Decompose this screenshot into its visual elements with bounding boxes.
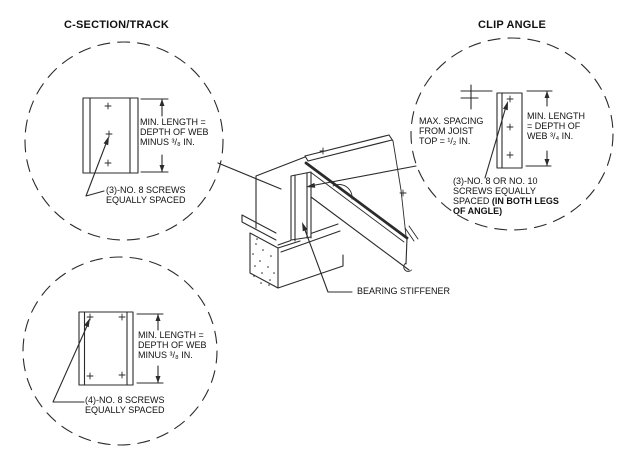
screw-note-line: (4)-NO. 8 SCREWS [85,395,165,405]
concrete-stipple [252,238,275,286]
callout-circle-csection [24,41,224,241]
bearing-stiffener-member [290,171,312,242]
screw-note-line: SPACED (IN BOTH LEGS [453,196,559,206]
dim-note-line: MIN. LENGTH = [138,330,204,340]
dim-note-line: WEB ³/₄ IN. [527,131,574,141]
clip-dim-note: MIN. LENGTH = DEPTH OF WEB ³/₄ IN. [527,111,585,141]
screw-note-line: SCREWS EQUALLY [453,186,536,196]
foundation-block [249,232,279,289]
isometric-drawing [241,134,419,289]
callout-circle-csection-4screw [22,256,218,446]
spacing-note-line: FROM JOIST [419,126,474,136]
csection4-screw-note: (4)-NO. 8 SCREWS EQUALLY SPACED [85,395,165,415]
csection-callout-title: C-SECTION/TRACK [64,19,170,31]
dim-note-line: MINUS ³/₈ IN. [140,137,195,147]
dim-note-line: DEPTH OF WEB [138,340,207,350]
dim-note-line: MINUS ³/₈ IN. [138,350,193,360]
spacing-note-line: MAX. SPACING [419,116,484,126]
callout-circle-clip-angle [410,37,614,231]
screw-note-line: (3)-NO. 8 SCREWS [106,185,186,195]
dim-note-line: = DEPTH OF [527,121,581,131]
clip-angle-detail [460,84,553,179]
rim-track [255,156,306,229]
dim-note-line: MIN. LENGTH = [140,117,206,127]
arrowheads [84,91,550,383]
dim-note-line: DEPTH OF WEB [140,127,209,137]
csection-screw-note: (3)-NO. 8 SCREWS EQUALLY SPACED [106,185,186,205]
csection-dim-note: MIN. LENGTH = DEPTH OF WEB MINUS ³/₈ IN. [140,117,209,147]
clip-angle-callout-title: CLIP ANGLE [478,19,547,31]
csection-detail-3screw [82,97,169,197]
bearing-stiffener-label: BEARING STIFFENER [357,286,451,296]
dim-note-line: MIN. LENGTH [527,111,586,121]
leader-lines [217,162,417,293]
screw-note-line: EQUALLY SPACED [106,195,186,205]
joist-lip-curl [403,262,412,272]
wall-track [241,214,277,241]
joist-top-flange [304,161,409,240]
clip-screw-note: (3)-NO. 8 OR NO. 10 SCREWS EQUALLY SPACE… [453,176,559,216]
screw-note-line: OF ANGLE) [453,206,503,216]
clip-spacing-note: MAX. SPACING FROM JOIST TOP = ¹/₂ IN. [419,116,483,146]
screw-note-line: EQUALLY SPACED [85,405,165,415]
screw-note-line: (3)-NO. 8 OR NO. 10 [453,176,538,186]
csection4-dim-note: MIN. LENGTH = DEPTH OF WEB MINUS ³/₈ IN. [138,330,207,360]
spacing-note-line: TOP = ¹/₂ IN. [419,136,471,146]
